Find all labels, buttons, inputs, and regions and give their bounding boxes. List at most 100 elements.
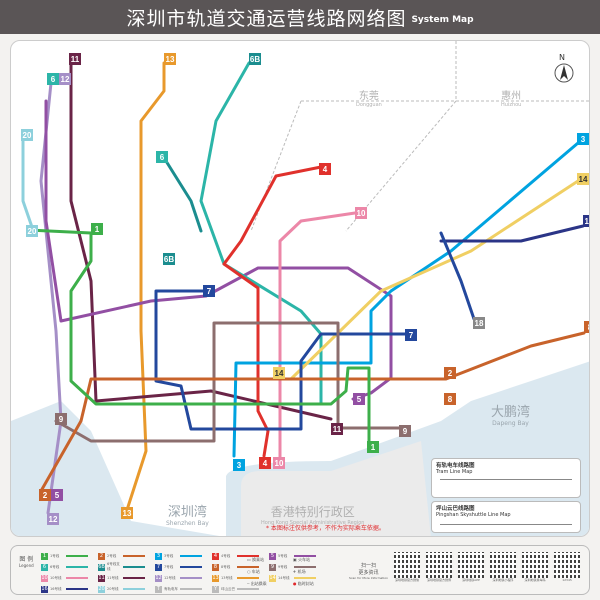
line-badge-4[interactable]: 4 [259, 457, 271, 469]
line-badge-13[interactable]: 13 [121, 507, 133, 519]
line-badge-5[interactable]: 5 [353, 393, 365, 405]
legend-badge: 8 [212, 563, 219, 571]
line-10 [278, 211, 357, 463]
line-badge-8[interactable]: 8 [584, 321, 589, 333]
line-badge-2[interactable]: 2 [39, 489, 51, 501]
line-badge-20[interactable]: 20 [21, 129, 33, 141]
legend-swatch [237, 555, 259, 557]
line-badge-1[interactable]: 1 [91, 223, 103, 235]
legend-label: 8号线 [221, 564, 231, 569]
disclaimer-note: * 本图标注仅供参考，不作为实际乘车依据。 [266, 525, 385, 532]
line-badge-13[interactable]: 13 [164, 53, 176, 65]
line-badge-10[interactable]: 10 [355, 207, 367, 219]
qr-image [458, 552, 484, 578]
line-20 [21, 136, 35, 232]
legend-label: 6号线 [50, 564, 60, 569]
line-badge-16[interactable]: 16 [583, 215, 589, 227]
line-badge-9[interactable]: 9 [55, 413, 67, 425]
qr-image [394, 552, 420, 578]
line-badge-3[interactable]: 3 [577, 133, 589, 145]
legend-badge: 13 [212, 574, 219, 582]
map-title-en: System Map [411, 14, 474, 25]
line-badge-7[interactable]: 7 [405, 329, 417, 341]
legend-swatch [294, 555, 316, 557]
qr-code[interactable]: 深圳地铁小程序 [490, 552, 516, 582]
qr-image [554, 552, 580, 578]
qr-label: 深圳地铁APP [462, 578, 480, 582]
legend-swatch [180, 555, 202, 557]
line-badge-14[interactable]: 14 [273, 367, 285, 379]
legend-swatch [123, 566, 145, 568]
line-badge-6B[interactable]: 6B [249, 53, 261, 65]
line-badge-9[interactable]: 9 [399, 425, 411, 437]
line-badge-3[interactable]: 3 [233, 459, 245, 471]
line-7 [154, 289, 408, 431]
legend-badge: 12 [155, 574, 162, 582]
line-badge-5[interactable]: 5 [51, 489, 63, 501]
legend-badge: Y [212, 585, 219, 593]
line-badge-20[interactable]: 20 [26, 225, 38, 237]
line-badge-18[interactable]: 18 [473, 317, 485, 329]
qr-code[interactable]: 深圳地铁乘车码 [522, 552, 548, 582]
line-badge-12[interactable]: 12 [59, 73, 71, 85]
compass-label: N [559, 53, 565, 62]
qr-code[interactable]: 深圳地铁APP [458, 552, 484, 582]
legend-swatch [294, 577, 316, 579]
line-badge-7[interactable]: 7 [203, 285, 215, 297]
legend-swatch [237, 577, 259, 579]
line-2-8 [39, 331, 586, 493]
qr-code[interactable]: 深圳地铁官方微信 [394, 552, 420, 582]
legend-swatch [123, 588, 145, 590]
line-badge-12[interactable]: 12 [47, 513, 59, 525]
line-badge-4[interactable]: 4 [319, 163, 331, 175]
hong-kong-area [241, 441, 431, 536]
line-badge-11[interactable]: 11 [331, 423, 343, 435]
legend-label: 9号线 [278, 564, 288, 569]
line-badge-1[interactable]: 1 [367, 441, 379, 453]
line-badge-11[interactable]: 11 [69, 53, 81, 65]
line-6 [199, 61, 323, 406]
legend-badge: 14 [269, 574, 276, 582]
line-badge-10[interactable]: 10 [273, 457, 285, 469]
legend-label: 14号线 [278, 575, 290, 580]
legend-badge: 6 [41, 563, 48, 571]
line-18 [439, 231, 476, 321]
qr-code[interactable]: 12345 [554, 552, 580, 582]
line-5 [44, 99, 393, 401]
legend-swatch [66, 555, 88, 557]
line-badge-6B[interactable]: 6B [163, 253, 175, 265]
legend-label: 6号线支线 [107, 562, 120, 571]
legend-swatch [237, 566, 259, 568]
legend-swatch [180, 577, 202, 579]
qr-label: 深圳地铁小程序 [492, 578, 514, 582]
legend-badge: 4 [212, 552, 219, 560]
legend-label: 2号线 [107, 553, 117, 558]
legend-label: 有轨电车 [164, 586, 178, 591]
line-12 [39, 81, 63, 515]
line-badge-6[interactable]: 6 [47, 73, 59, 85]
legend-label: 1号线 [50, 553, 60, 558]
line-1 [26, 228, 371, 448]
qr-label: 深圳地铁官方微信 [394, 578, 419, 582]
line-badge-8[interactable]: 8 [444, 393, 456, 405]
legend-badge: 11 [98, 574, 105, 582]
qr-code[interactable]: 深圳地铁官方微博 [426, 552, 452, 582]
legend-badge: T [155, 585, 162, 593]
line-badge-6[interactable]: 6 [156, 151, 168, 163]
line-badge-2[interactable]: 2 [444, 367, 456, 379]
line-badge-14[interactable]: 14 [577, 173, 589, 185]
